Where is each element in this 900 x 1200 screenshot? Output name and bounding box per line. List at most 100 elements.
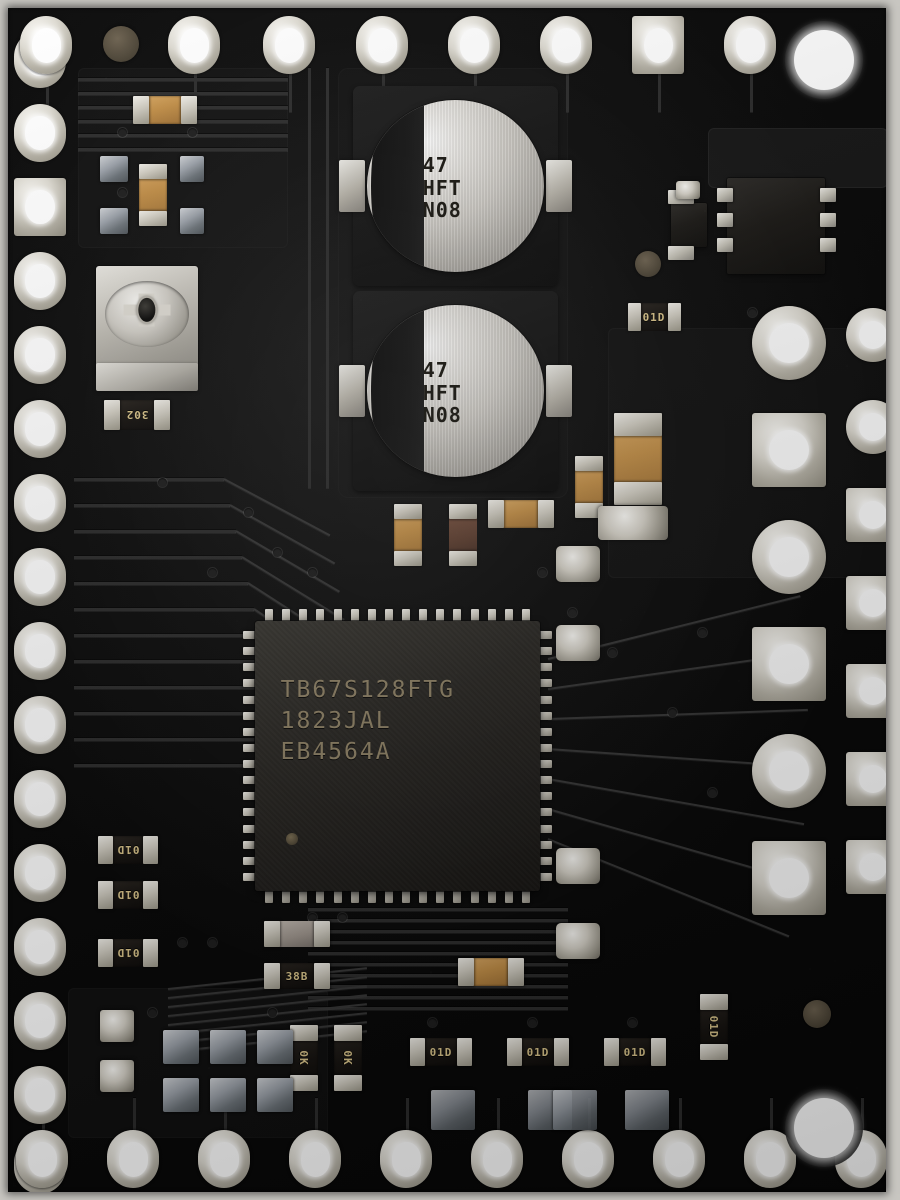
- top-header-pad-1: [20, 16, 72, 74]
- solder-pad-right-ic-2: [556, 848, 600, 884]
- trace-top-5: [78, 148, 288, 151]
- ceramic-cap-mid-2: [449, 506, 477, 564]
- speckle-77: [97, 488, 98, 489]
- speckle-87: [186, 780, 187, 781]
- via-small-6: [158, 478, 167, 487]
- resistor-302: 302: [106, 400, 168, 430]
- speckle-114: [492, 1155, 493, 1156]
- speckle-66: [736, 992, 737, 993]
- speckle-149: [657, 688, 659, 690]
- cap2-polarity-stripe: [371, 305, 424, 477]
- via-small-10: [608, 648, 617, 657]
- cap2-line3: N08: [423, 404, 462, 426]
- sot23-solder-top: [676, 181, 700, 199]
- speckle-56: [878, 250, 879, 251]
- speckle-151: [731, 925, 733, 927]
- speckle-69: [262, 849, 263, 850]
- right-big-pad-6: [752, 841, 826, 915]
- speckle-88: [704, 210, 706, 212]
- via-small-13: [628, 1018, 637, 1027]
- ceramic-cap-bot-mid: [460, 958, 522, 986]
- dfn-pin-r3: [820, 238, 836, 252]
- empty-solder-pad-5: [210, 1078, 246, 1112]
- via-small-11: [428, 1018, 437, 1027]
- top-header-pad-7: [632, 16, 684, 74]
- ceramic-cap-mid-1-term-bot: [394, 551, 422, 566]
- speckle-13: [834, 960, 836, 962]
- speckle-15: [476, 455, 478, 457]
- electrolytic-capacitor-1: 47 HFT N08: [353, 86, 558, 286]
- speckle-53: [430, 971, 432, 973]
- solder-pad-right-ic: [556, 625, 600, 661]
- speckle-136: [267, 21, 268, 22]
- speckle-27: [865, 607, 866, 608]
- bottom-solder-square-1: [431, 1090, 475, 1130]
- cap1-line1: 47: [423, 154, 449, 176]
- resistor-01d-right: 01D: [629, 303, 679, 331]
- left-header-pad-7: [14, 474, 66, 532]
- trace-vert-center-2: [326, 68, 329, 488]
- trace-toppad-6: [658, 72, 661, 112]
- speckle-14: [569, 977, 570, 978]
- speckle-55: [179, 412, 180, 413]
- bottom-header-pad-7: [562, 1130, 614, 1188]
- mounting-hole-bottom-right: [794, 1098, 854, 1158]
- via-small-8: [538, 568, 547, 577]
- top-header-pad-8: [724, 16, 776, 74]
- speckle-44: [642, 514, 644, 516]
- ceramic-cap-mid-large: [614, 416, 662, 502]
- right-small-pad-5: [846, 664, 886, 718]
- speckle-74: [201, 369, 202, 370]
- right-small-pad-3: [846, 488, 886, 542]
- left-header-pad-5: [14, 326, 66, 384]
- speckle-33: [696, 1147, 697, 1148]
- speckle-84: [755, 534, 756, 535]
- diode-0k-right-term-bot: [700, 1044, 728, 1060]
- speckle-160: [802, 38, 803, 39]
- speckle-108: [620, 619, 622, 621]
- bottom-header-pad-3: [198, 1130, 250, 1188]
- resistor-302-marking: 302: [106, 400, 168, 430]
- ceramic-cap-tl-2-term-top: [139, 164, 167, 179]
- speckle-98: [372, 338, 373, 339]
- gold-via-top-left: [103, 26, 139, 62]
- trace-bot-5: [308, 963, 568, 966]
- speckle-57: [103, 585, 104, 586]
- speckle-131: [868, 1172, 869, 1173]
- speckle-175: [336, 1028, 337, 1029]
- bottom-header-pad-1: [16, 1130, 68, 1188]
- bottom-header-pad-4: [289, 1130, 341, 1188]
- speckle-128: [90, 648, 91, 649]
- ceramic-cap-mid-3-term-right: [538, 500, 554, 528]
- diode-0k-2-marking: 0K: [317, 1044, 379, 1072]
- trace-left-5: [74, 608, 254, 611]
- via-small-2: [118, 188, 127, 197]
- speckle-17: [456, 532, 458, 534]
- speckle-121: [39, 905, 41, 907]
- speckle-95: [796, 1146, 798, 1148]
- current-limit-trimmer-potentiometer[interactable]: [96, 266, 198, 376]
- diode-0k-right-term-top: [700, 994, 728, 1010]
- speckle-42: [360, 299, 362, 301]
- solder-pad-right-ic-3: [556, 923, 600, 959]
- trace-top-1: [78, 92, 288, 95]
- via-small-0: [118, 128, 127, 137]
- trace-left-1: [74, 504, 230, 507]
- bottom-header-pad-8: [653, 1130, 705, 1188]
- trace-toppad-7: [750, 72, 753, 112]
- right-big-pad-1: [752, 306, 826, 380]
- trace-botpad-3: [315, 1098, 318, 1134]
- cap1-lead-left: [339, 160, 366, 212]
- speckle-100: [610, 908, 612, 910]
- top-header-pad-3: [263, 16, 315, 74]
- speckle-123: [339, 272, 340, 273]
- via-small-14: [148, 1008, 157, 1017]
- trace-bot-6: [308, 974, 568, 977]
- speckle-83: [809, 968, 811, 970]
- top-header-pad-6: [540, 16, 592, 74]
- sot23-pin-bot: [668, 246, 694, 260]
- speckle-176: [47, 832, 48, 833]
- resistor-01d-bl-3: 01D: [100, 939, 156, 967]
- diode-0k-right: 01D: [700, 996, 728, 1058]
- speckle-10: [544, 478, 545, 479]
